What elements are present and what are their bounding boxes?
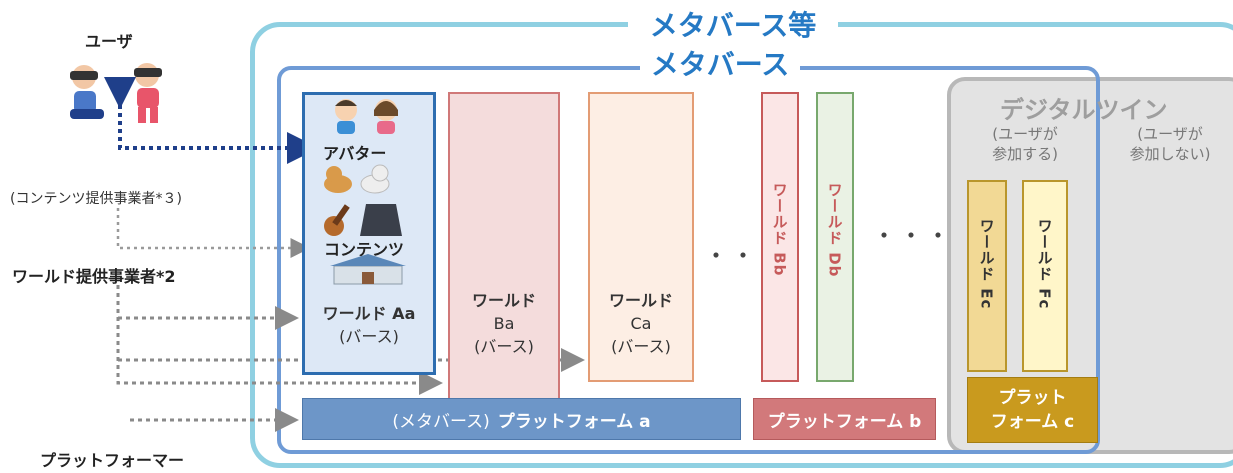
content-arrow bbox=[116, 208, 311, 258]
world-ca-id: Ca bbox=[630, 314, 652, 333]
platform-c-line1: プラット bbox=[998, 388, 1067, 408]
world-aa-sub: (バース) bbox=[339, 327, 399, 346]
world-aa-label: ワールド Aa bbox=[322, 304, 416, 323]
world-db-label: ワールド Db bbox=[825, 182, 844, 278]
content-label: コンテンツ bbox=[324, 240, 405, 259]
world-ca-label: ワールド bbox=[608, 291, 673, 310]
world-fc: ワールド Fc bbox=[1022, 180, 1068, 372]
platform-a-prefix: (メタバース) bbox=[392, 411, 490, 432]
platform-c-line2: フォーム c bbox=[990, 412, 1075, 432]
platformer-label: プラットフォーマー bbox=[40, 451, 185, 470]
guitar-icon bbox=[324, 204, 402, 236]
world-ca bbox=[588, 92, 694, 382]
platform-c: プラット フォーム c bbox=[967, 377, 1098, 443]
digital-twin-title: デジタルツイン bbox=[1000, 96, 1168, 124]
world-ca-sub: (バース) bbox=[611, 337, 671, 356]
world-provider-label: ワールド提供事業者*2 bbox=[12, 267, 176, 286]
dt-not-participating-label: (ユーザが 参加しない) bbox=[1129, 125, 1211, 163]
world-ba-label: ワールド bbox=[471, 291, 536, 310]
avatar-label: アバター bbox=[323, 144, 387, 163]
world-bb: ワールド Bb bbox=[761, 92, 799, 382]
user-avatar-arrow bbox=[104, 77, 319, 164]
metaverse-title: メタバース bbox=[640, 47, 800, 83]
world-db: ワールド Db bbox=[816, 92, 854, 382]
building-icon bbox=[330, 254, 406, 285]
content-provider-label: (コンテンツ提供事業者*３) bbox=[10, 191, 182, 207]
metaverse-etc-title: メタバース等 bbox=[628, 8, 838, 44]
world-ec-label: ワールド Ec bbox=[977, 218, 996, 310]
platform-a-label: プラットフォーム a bbox=[497, 411, 651, 432]
dt-participating-label: (ユーザが 参加する) bbox=[992, 125, 1058, 163]
platform-a: (メタバース) プラットフォーム a bbox=[302, 398, 741, 440]
world-bb-label: ワールド Bb bbox=[770, 182, 789, 277]
user-label: ユーザ bbox=[85, 32, 133, 51]
world-ba bbox=[448, 92, 560, 410]
world-ec: ワールド Ec bbox=[967, 180, 1007, 372]
world-fc-label: ワールド Fc bbox=[1035, 218, 1054, 310]
world-ba-sub: (バース) bbox=[474, 337, 534, 356]
avatar-icon bbox=[335, 99, 398, 134]
platform-b: プラットフォーム b bbox=[753, 398, 936, 440]
world-ba-id: Ba bbox=[493, 314, 515, 333]
ellipsis-2: ・・・ bbox=[872, 222, 953, 250]
pet-icon bbox=[324, 164, 390, 194]
